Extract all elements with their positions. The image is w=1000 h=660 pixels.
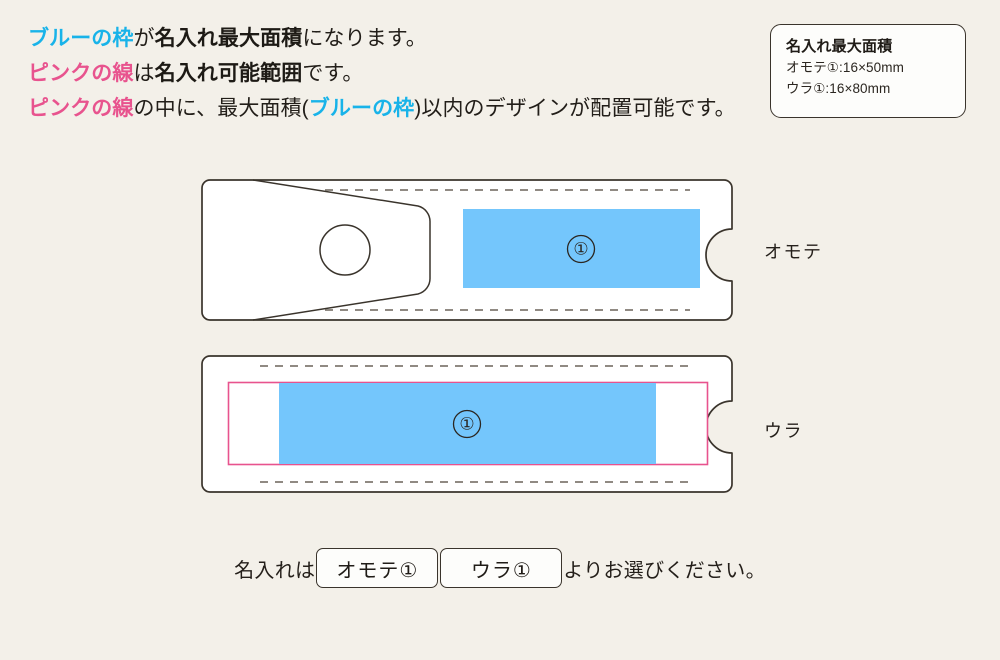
max-print-area-front bbox=[463, 209, 700, 288]
area-number-badge-back: ① bbox=[452, 409, 482, 439]
legend-line-2-tail: です。 bbox=[302, 62, 364, 85]
area-number-text-front: ① bbox=[573, 240, 588, 259]
legend-line-2: ピンクの線は名入れ可能範囲です。 bbox=[28, 56, 768, 91]
legend-line-2-pink-token: ピンクの線 bbox=[28, 62, 134, 85]
info-card-row-back: ウラ①:16×80mm bbox=[786, 81, 891, 96]
side-label-back: ウラ bbox=[764, 421, 803, 441]
max-print-area-back bbox=[279, 383, 656, 464]
side-label-front: オモテ bbox=[764, 242, 823, 262]
legend-block: ブルーの枠が名入れ最大面積になります。 ピンクの線は名入れ可能範囲です。 ピンク… bbox=[28, 21, 768, 126]
legend-line-1-emphasis: 名入れ最大面積 bbox=[154, 27, 303, 50]
chooser-prefix-text: 名入れは bbox=[234, 559, 316, 582]
handle-taper-shape bbox=[252, 179, 431, 321]
diagram-back: ① bbox=[190, 344, 770, 514]
choice-button-front[interactable]: オモテ① bbox=[316, 548, 439, 588]
chooser-suffix-text: よりお選びください。 bbox=[563, 559, 766, 582]
legend-line-1-blue-token: ブルーの枠 bbox=[28, 27, 134, 50]
max-area-info-card: 名入れ最大面積 オモテ①:16×50mm ウラ①:16×80mm bbox=[770, 24, 966, 118]
legend-line-1-particle: が bbox=[133, 27, 155, 50]
legend-line-3: ピンクの線の中に、最大面積(ブルーの枠)以内のデザインが配置可能です。 bbox=[28, 91, 768, 126]
legend-line-3-blue-token: ブルーの枠 bbox=[308, 97, 415, 120]
legend-line-3-pink-token: ピンクの線 bbox=[28, 97, 134, 120]
info-card-row-front: オモテ①:16×50mm bbox=[786, 60, 904, 75]
punch-hole-icon bbox=[319, 224, 371, 276]
diagram-front: ① bbox=[190, 168, 770, 343]
legend-line-1: ブルーの枠が名入れ最大面積になります。 bbox=[28, 21, 768, 56]
legend-line-3-tail: )以内のデザインが配置可能です。 bbox=[414, 97, 736, 120]
legend-line-2-particle: は bbox=[133, 62, 155, 85]
imprint-chooser: 名入れは オモテ① ウラ① よりお選びください。 bbox=[0, 548, 1000, 588]
info-card-title: 名入れ最大面積 bbox=[786, 38, 893, 55]
area-number-text-back: ① bbox=[459, 415, 474, 434]
legend-line-1-tail: になります。 bbox=[302, 27, 427, 50]
legend-line-2-emphasis: 名入れ可能範囲 bbox=[154, 62, 303, 85]
area-number-badge-front: ① bbox=[566, 234, 596, 264]
choice-button-back[interactable]: ウラ① bbox=[440, 548, 563, 588]
legend-line-3-mid: の中に、最大面積( bbox=[133, 97, 309, 120]
